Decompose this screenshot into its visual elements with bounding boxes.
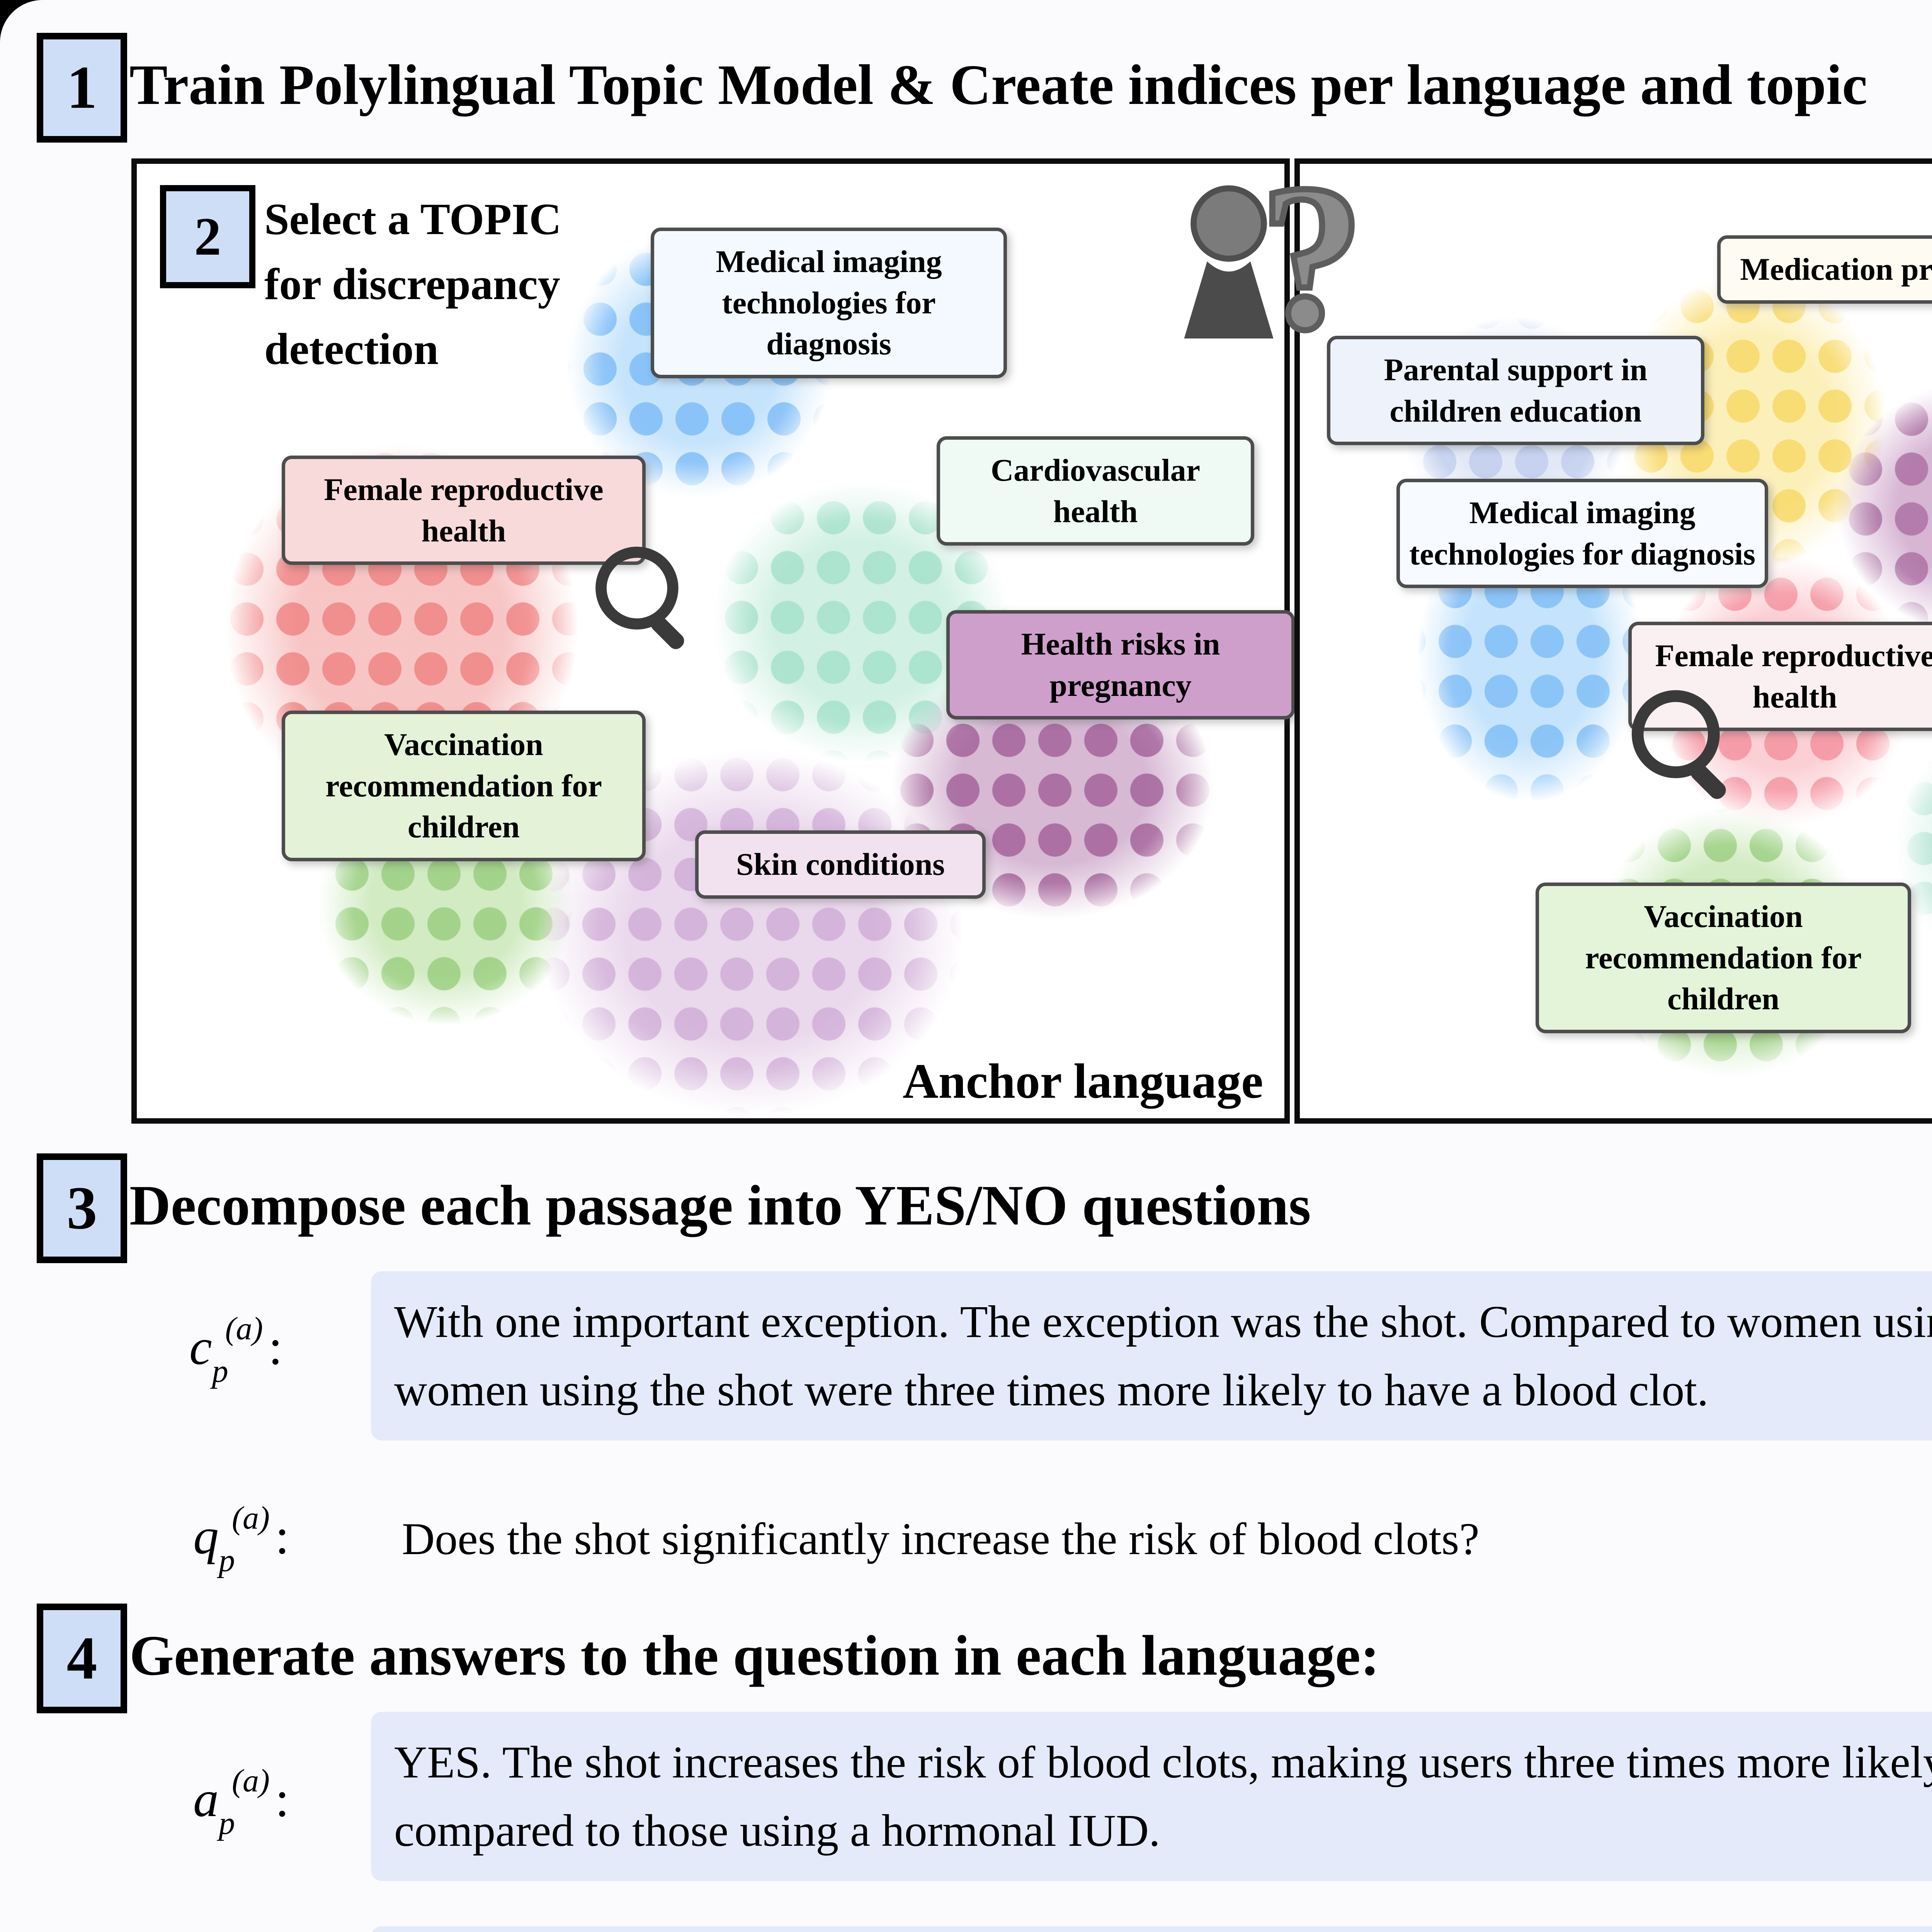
step-3-title: Decompose each passage into YES/NO quest… bbox=[129, 1174, 1311, 1237]
passage-text-box: With one important exception. The except… bbox=[371, 1271, 1932, 1440]
step-1-title: Train Polylingual Topic Model & Create i… bbox=[129, 53, 1867, 117]
topic-box-medical-imaging: Medical imaging technologies for diagnos… bbox=[651, 228, 1007, 378]
topic-box-vaccination: Vaccination recommendation for children bbox=[282, 711, 646, 861]
step-4-number: 4 bbox=[37, 1604, 127, 1713]
magnifier-icon bbox=[595, 546, 684, 649]
person-silhouette bbox=[1184, 185, 1274, 338]
step-2-number: 2 bbox=[160, 185, 255, 288]
step-4-title: Generate answers to the question in each… bbox=[129, 1624, 1380, 1687]
answer-anchor-text-box: YES. The shot increases the risk of bloo… bbox=[371, 1712, 1932, 1881]
answer-anchor-label: ap(a): bbox=[193, 1763, 289, 1841]
question-mark-icon: ? bbox=[1257, 138, 1367, 376]
anchor-language-panel: 2 Select a TOPIC for discrepancy detecti… bbox=[131, 158, 1295, 1188]
step-2-title: Select a TOPIC for discrepancy detection bbox=[264, 195, 562, 374]
anchor-language-caption: Anchor language bbox=[903, 1054, 1263, 1109]
step-3-number: 3 bbox=[37, 1153, 127, 1263]
question-label: qp(a): bbox=[193, 1500, 289, 1578]
topic-box-female-reproductive-2: Female reproductive health bbox=[1628, 622, 1932, 731]
magnifier-icon bbox=[1631, 690, 1726, 799]
passage-label: cp(a): bbox=[189, 1311, 283, 1389]
question-text: Does the shot significantly increase the… bbox=[402, 1514, 1480, 1564]
topic-box-vaccination-2: Vaccination recommendation for children bbox=[1536, 883, 1911, 1033]
person-question-icon: ? bbox=[1161, 138, 1367, 429]
topic-box-female-reproductive: Female reproductive health bbox=[282, 456, 646, 565]
topic-box-skin-conditions: Skin conditions bbox=[695, 830, 986, 899]
topic-box-medication: Medication prescription bbox=[1717, 235, 1932, 304]
comparison-language-panel: Medication prescription Parental support… bbox=[1294, 158, 1932, 1130]
topic-box-medical-imaging-2: Medical imaging technologies for diagnos… bbox=[1396, 479, 1768, 588]
topic-box-health-risks-pregnancy: Health risks in pregnancy bbox=[946, 610, 1295, 720]
step-1-number: 1 bbox=[37, 33, 127, 143]
answer-comparison-text-box: NO. The shot does not contain estrogen a… bbox=[371, 1926, 1932, 1932]
topic-box-cardiovascular: Cardiovascular health bbox=[937, 436, 1254, 546]
topic-box-parental-support: Parental support in children education bbox=[1327, 336, 1704, 446]
